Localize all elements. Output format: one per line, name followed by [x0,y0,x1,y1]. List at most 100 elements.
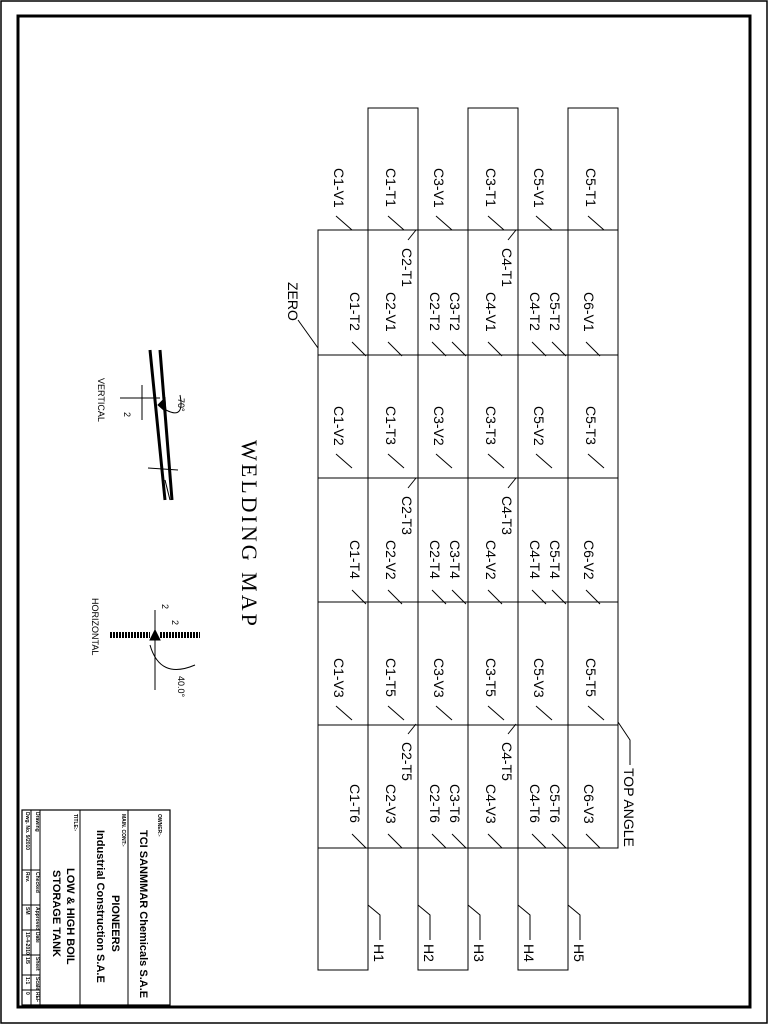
weld-label-text: C6-V2 [581,540,597,580]
weld-leader-line [407,229,417,241]
weld-label: C2-V1 [383,292,403,357]
weld-label: C3-V1 [431,168,453,231]
weld-label-text: C1-T2 [347,292,363,331]
weld-leader-line [387,589,403,605]
weld-leader-line [487,705,505,721]
weld-leader-line [435,215,453,231]
weld-label-text: C5-T2 [547,292,563,331]
weld-label-text: C3-T3 [483,406,499,445]
weld-label-text: C2-T3 [399,496,415,535]
weld-leader-line [507,477,517,489]
weld-leader-line [585,341,601,357]
weld-label: C4-T1 [499,229,517,287]
weld-label: C6-V3 [581,784,601,849]
weld-label-text: C1-V2 [331,406,347,446]
title-block-value: Rev. [24,872,30,883]
weld-label-text: C4-V1 [483,292,499,332]
contractor-name: PIONEERS [109,895,121,952]
weld-label: C2-T4 [427,540,447,605]
horizontal-seam-label: H4 [517,904,537,962]
weld-leader-line [587,215,605,231]
seam-leader-line [467,904,481,940]
weld-label: C1-V2 [331,406,353,469]
page-title: WELDING MAP [237,440,262,629]
weld-leader-line [487,589,503,605]
weld-label: C3-V2 [431,406,453,469]
weld-leader-line [507,229,517,241]
weld-leader-line [431,589,447,605]
weld-leader-line [435,453,453,469]
weld-label-text: C2-V2 [383,540,399,580]
weld-label-text: C1-T3 [383,406,399,445]
title-block-header: Drawing [34,812,40,832]
weld-label-text: C5-T4 [547,540,563,579]
title-block-value: 1:1 [24,977,30,984]
weld-leader-line [387,453,405,469]
weld-leader-line [351,833,367,849]
weld-label: C1-T6 [347,784,367,849]
seam-leader-line [517,904,531,940]
weld-label-text: C4-T3 [499,496,515,535]
weld-label-text: C5-V1 [531,168,547,208]
weld-label: C1-T3 [383,406,405,469]
weld-leader-line [407,477,417,489]
weld-label-text: C2-T1 [399,248,415,287]
weld-label: C3-T6 [447,784,467,849]
weld-label-text: C2-V3 [383,784,399,824]
weld-leader-line [335,453,353,469]
weld-leader-line [387,705,405,721]
weld-label: C2-T2 [427,292,447,357]
seam-leader-line [367,904,381,940]
weld-label-text: C1-T6 [347,784,363,823]
weld-label-text: C6-V3 [581,784,597,824]
vertical-label: VERTICAL [96,378,106,422]
weld-leader-line [431,833,447,849]
weld-label-text: C4-V2 [483,540,499,580]
weld-label: C5-T2 [547,292,567,357]
weld-label-text: C4-T2 [527,292,543,331]
weld-label-text: C5-T3 [583,406,599,445]
weld-label: C6-V2 [581,540,601,605]
weld-label-text: C1-V3 [331,658,347,698]
seam-label-text: H1 [371,944,387,962]
weld-label-text: C4-T4 [527,540,543,579]
title-block-header: Approved [34,907,40,930]
weld-label-text: C3-T2 [447,292,463,331]
weld-label-text: C2-V1 [383,292,399,332]
title-block-header: Date [34,932,40,943]
shell-course-strip [317,229,369,971]
weld-leader-line [551,833,567,849]
weld-label: C4-T5 [499,723,517,781]
shell-course-strip [417,229,469,971]
title-block-header: REF [34,992,40,1002]
weld-leader-line [431,341,447,357]
contractor-label: MAIN. CONT:- [120,814,126,847]
weld-label: C5-T4 [547,540,567,605]
weld-label-text: C2-T5 [399,742,415,781]
weld-label-text: C5-V2 [531,406,547,446]
seam-leader-line [567,904,581,940]
weld-label-text: C5-T5 [583,658,599,697]
weld-leader-line [587,453,605,469]
weld-leader-line [551,589,567,605]
weld-leader-line [531,341,547,357]
weld-leader-line [451,341,467,357]
weld-label: C5-T6 [547,784,567,849]
weld-label: C5-T3 [583,406,605,469]
horizontal-seam-label: H5 [567,904,587,962]
weld-leader-line [531,833,547,849]
weld-label: C1-T1 [383,168,405,231]
weld-leader-line [531,589,547,605]
weld-leader-line [387,341,403,357]
weld-label: C5-T5 [583,658,605,721]
weld-leader-line [535,705,553,721]
weld-leader-line [387,833,403,849]
weld-label: C1-T4 [347,540,367,605]
weld-label-text: C3-V1 [431,168,447,208]
weld-label-text: C1-T5 [383,658,399,697]
seam-label-text: H3 [471,944,487,962]
vertical-angle: 70° [176,398,186,412]
weld-label-text: C3-T6 [447,784,463,823]
